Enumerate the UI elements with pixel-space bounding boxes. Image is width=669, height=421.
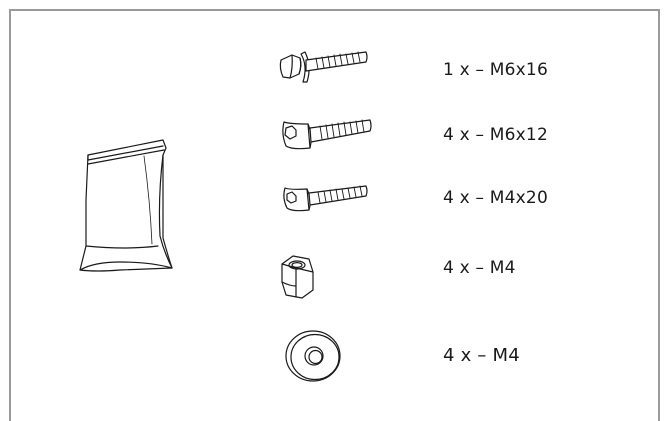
socket-cap-screw-icon-2 [283,185,368,212]
frame-left-border [9,9,11,421]
frame-top-border [9,9,660,11]
part-label-washer-m4: 4 x – M4 [443,345,520,366]
socket-cap-screw-icon [282,119,372,150]
part-label-screw-m6x12: 4 x – M6x12 [443,125,548,145]
hex-nut-icon [281,255,314,299]
ziplock-bag-icon [79,139,173,272]
hex-flange-bolt-icon [279,51,368,83]
washer-icon [285,330,341,382]
part-label-nut-m4: 4 x – M4 [443,258,516,278]
frame-right-border [658,9,660,421]
part-label-hex-bolt-m6x16: 1 x – M6x16 [443,60,548,80]
part-label-screw-m4x20: 4 x – M4x20 [443,188,548,208]
